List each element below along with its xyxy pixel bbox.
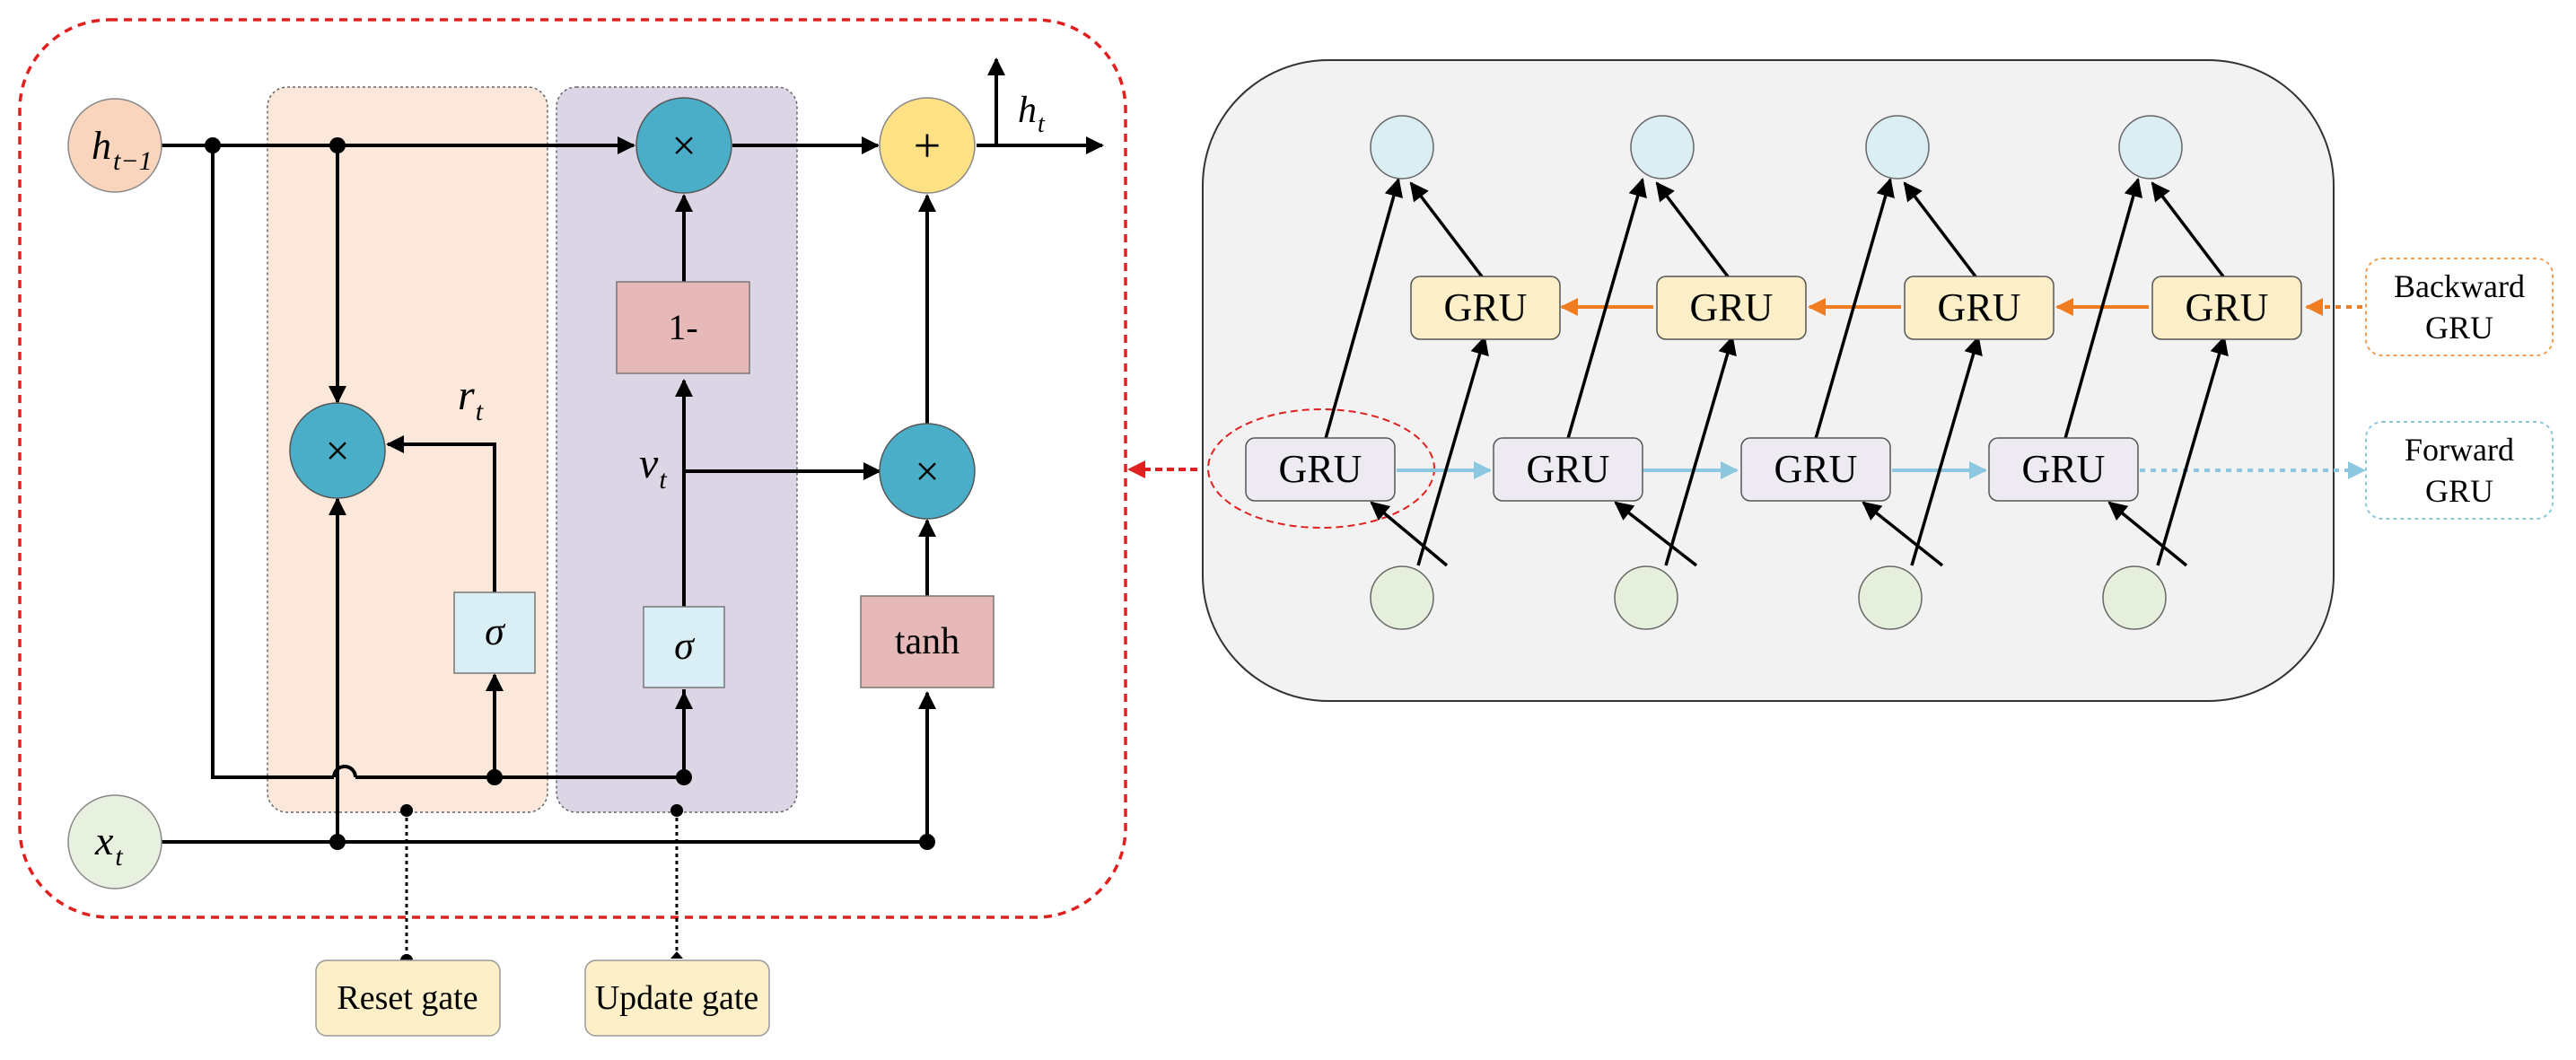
backward-gru-unit: GRU (1656, 276, 1807, 340)
input-node (1858, 565, 1923, 630)
update-gate-label: Update gate (584, 959, 770, 1037)
update-gate-region (556, 86, 798, 813)
backward-gru-unit: GRU (1904, 276, 2055, 340)
svg-text:GRU: GRU (1774, 447, 1858, 491)
bigru-panel (1202, 59, 2335, 702)
svg-text:GRU: GRU (2425, 473, 2493, 509)
svg-text:xt: xt (94, 818, 123, 872)
svg-text:GRU: GRU (1279, 447, 1362, 491)
candidate-multiply-operator: × (879, 423, 976, 520)
backward-gru-unit: GRU (1410, 276, 1561, 340)
reset-signal-label: rt (458, 372, 484, 426)
svg-text:GRU: GRU (2022, 447, 2106, 491)
gate-callouts: Reset gate Update gate (315, 804, 770, 1037)
forward-gru-label: Forward GRU (2365, 421, 2554, 520)
gru-cell: ht−1 xt × × × + σ σ (18, 18, 1127, 919)
forward-gru-unit: GRU (1245, 437, 1396, 502)
svg-text:+: + (914, 118, 941, 172)
output-label: ht (1018, 90, 1046, 138)
output-node (1630, 115, 1695, 180)
svg-text:GRU: GRU (1938, 285, 2021, 329)
junction-dots (205, 137, 935, 850)
update-sigma-box: σ (643, 606, 725, 688)
input-nodes (1370, 565, 2167, 630)
svg-text:ht−1: ht−1 (92, 124, 153, 176)
svg-text:Reset gate: Reset gate (337, 979, 478, 1017)
output-nodes (1370, 115, 2183, 180)
reset-sigma-box: σ (453, 591, 536, 674)
input-node (1370, 565, 1434, 630)
x-input-node: xt (67, 794, 162, 889)
backward-gru-label: Backward GRU (2365, 258, 2554, 356)
svg-text:Update gate: Update gate (595, 979, 759, 1017)
backward-gru-unit: GRU (2151, 276, 2302, 340)
svg-text:σ: σ (674, 624, 696, 668)
output-node (1865, 115, 1930, 180)
update-signal-label: vt (639, 440, 667, 495)
svg-text:σ: σ (485, 609, 506, 653)
svg-text:Forward: Forward (2405, 432, 2514, 468)
update-multiply-operator: × (635, 97, 732, 194)
input-node (1614, 565, 1678, 630)
svg-text:GRU: GRU (1690, 285, 1774, 329)
forward-gru-unit: GRU (1740, 437, 1891, 502)
svg-text:GRU: GRU (1527, 447, 1610, 491)
gru-cell-frame (18, 18, 1127, 919)
svg-text:×: × (325, 427, 349, 475)
svg-text:×: × (915, 448, 939, 495)
svg-text:×: × (671, 122, 696, 170)
reset-gate-label: Reset gate (315, 959, 501, 1037)
svg-text:1-: 1- (668, 307, 697, 347)
forward-gru-unit: GRU (1493, 437, 1643, 502)
backward-gru-row: GRU GRU GRU GRU (1410, 276, 2302, 340)
add-operator: + (879, 97, 976, 194)
forward-gru-row: GRU GRU GRU GRU (1245, 437, 2139, 502)
input-node (2102, 565, 2167, 630)
cell-wiring (162, 57, 1104, 844)
output-node (2118, 115, 2183, 180)
tanh-box: tanh (860, 595, 994, 688)
h-prev-node: ht−1 (67, 98, 162, 193)
output-node (1370, 115, 1434, 180)
svg-text:GRU: GRU (2186, 285, 2269, 329)
forward-gru-unit: GRU (1988, 437, 2139, 502)
reset-multiply-operator: × (289, 402, 386, 499)
one-minus-box: 1- (616, 281, 750, 374)
bigru-network: GRU GRU GRU GRU GRU GRU (1202, 59, 2366, 702)
svg-text:Backward: Backward (2394, 268, 2525, 304)
bigru-connections (1323, 177, 2229, 567)
svg-text:GRU: GRU (2425, 310, 2493, 346)
svg-text:tanh: tanh (895, 621, 959, 662)
svg-text:GRU: GRU (1444, 285, 1528, 329)
